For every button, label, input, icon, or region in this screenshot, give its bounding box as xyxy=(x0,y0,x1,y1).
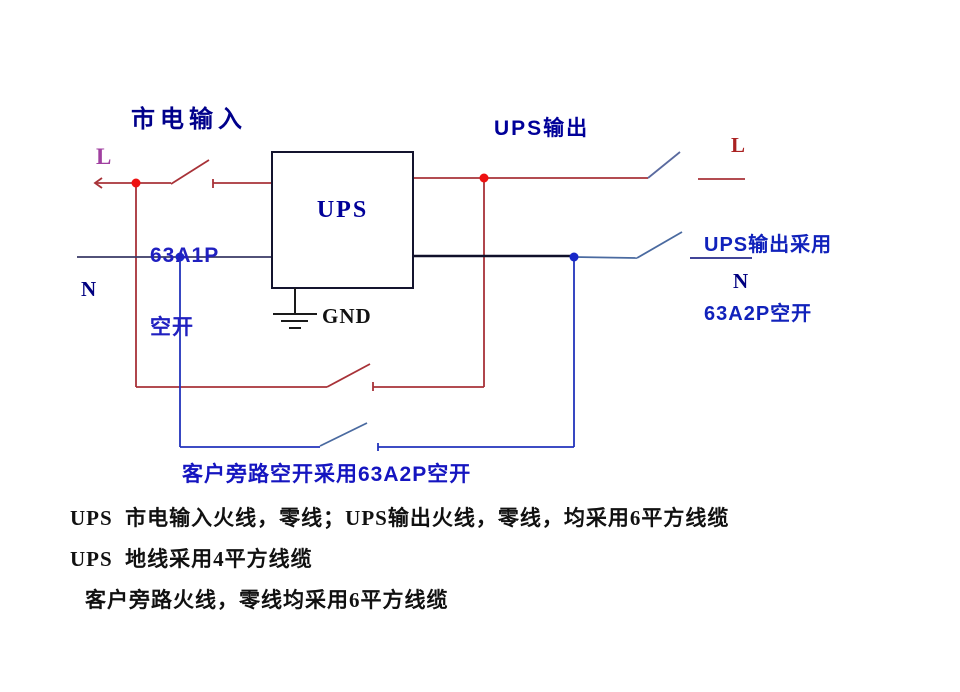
neutral-junction-dot-right xyxy=(569,252,579,262)
note-cable-spec-main: UPS 市电输入火线，零线；UPS输出火线，零线，均采用6平方线缆 xyxy=(70,506,730,530)
output-breaker-line1: UPS输出采用 xyxy=(704,234,833,256)
neutral-terminal-label-left: N xyxy=(81,277,97,301)
input-breaker-label: 63A1P 空开 xyxy=(150,196,219,388)
bypass-breaker-label: 客户旁路空开采用63A2P空开 xyxy=(182,463,472,486)
live-terminal-label-left: L xyxy=(96,144,112,169)
gnd-label: GND xyxy=(322,304,372,328)
bypass-neutral-switch-icon xyxy=(319,422,368,447)
neutral-terminal-label-right: N xyxy=(733,269,749,293)
note-cable-spec-bypass: 客户旁路火线，零线均采用6平方线缆 xyxy=(85,588,449,612)
note-cable-spec-ground: UPS 地线采用4平方线缆 xyxy=(70,547,313,571)
ups-box-label: UPS xyxy=(316,197,369,223)
input-breaker-line1: 63A1P xyxy=(150,244,220,267)
output-breaker-neutral-switch-icon xyxy=(636,231,683,259)
live-junction-dot-left xyxy=(131,178,141,188)
input-breaker-line2: 空开 xyxy=(150,316,194,339)
output-breaker-live-switch-icon xyxy=(647,151,681,179)
ups-box xyxy=(271,151,414,289)
neutral-junction-dot-left xyxy=(175,252,185,262)
neutral-wire-to-breaker xyxy=(573,256,638,259)
live-terminal-label-right: L xyxy=(731,133,746,157)
input-breaker-switch-icon xyxy=(170,159,210,185)
bypass-live-switch-icon xyxy=(326,363,371,388)
ups-output-label: UPS输出 xyxy=(494,117,590,140)
output-breaker-line2: 63A2P空开 xyxy=(704,303,813,325)
output-breaker-label: UPS输出采用 63A2P空开 xyxy=(704,188,832,372)
live-junction-dot-right xyxy=(479,173,489,183)
ground-symbol-icon xyxy=(273,288,317,329)
mains-input-label: 市电输入 xyxy=(131,106,247,133)
